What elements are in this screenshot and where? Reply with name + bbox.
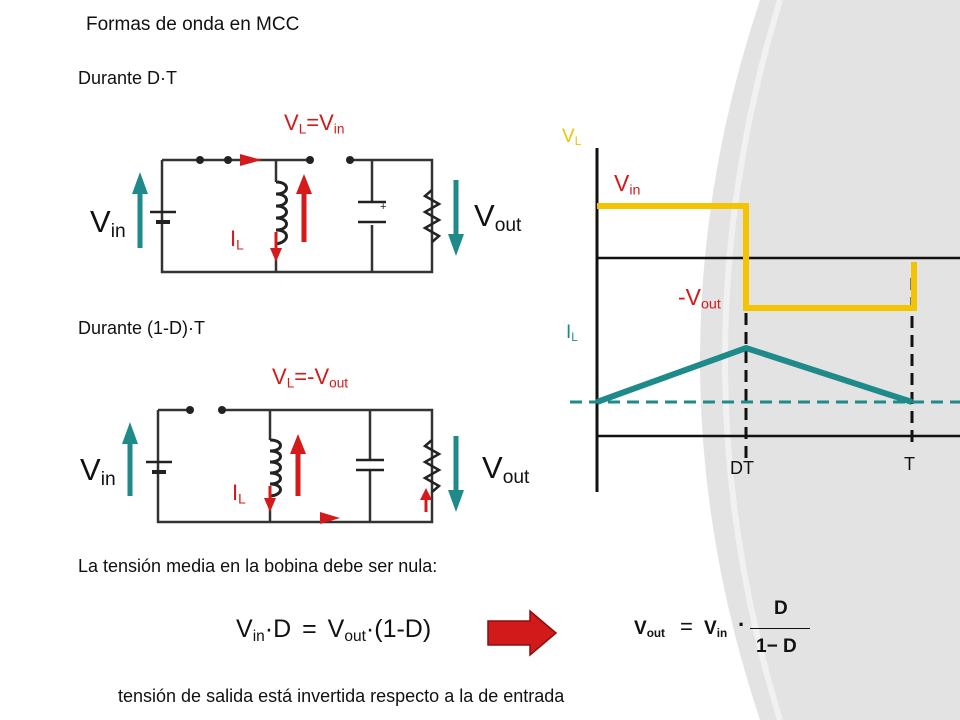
circuit-off-capacitor [356,458,384,472]
implies-arrow-icon [487,609,558,657]
result-equation: Vout = Vin · D 1− D [634,596,824,666]
average-voltage-note: La tensión media en la bobina debe ser n… [78,556,438,576]
circuit-off-vout-label: Vout [482,450,530,488]
waveform-dt-label: DT [730,458,754,478]
circuit-on-switch [196,156,354,164]
circuit-off-vout-arrow [448,490,464,512]
balance-equation: Vin·D = Vout·(1-D) [236,615,432,645]
circuit-on-vin-label: Vin [90,204,126,242]
svg-text:+: + [380,201,386,213]
circuit-on-il-label: IL [230,226,244,253]
fraction-denominator: 1− D [756,636,797,657]
fraction-numerator: D [774,598,788,619]
waveform-neg-vout-label: -Vout [678,284,721,313]
circuit-on-capacitor [358,200,386,224]
circuit-on-vl-label: VL=Vin [284,110,345,137]
circuit-off-current-arrow [320,512,340,524]
waveform-t-label: T [904,454,915,474]
circuit-off-battery [146,460,172,474]
circuit-off-il-label: IL [232,480,246,507]
circuit-off-switch [186,406,226,414]
circuit-on-vout-label: Vout [474,198,522,236]
circuit-on-current-arrow [240,154,262,166]
circuit-on-inductor [275,180,288,246]
circuit-off-vl-arrow [290,434,306,454]
conclusion-text: tensión de salida está invertida respect… [118,686,565,706]
circuit-off-resistor-arrow [420,488,432,500]
waveform-vl-axis-label: VL [562,126,582,148]
circuit-on-vin-arrow [132,172,148,194]
circuit-on-vl-arrow [296,174,312,194]
circuit-on-resistor [422,189,442,243]
circuit-off-vl-label: VL=-Vout [272,364,349,391]
waveform-il-axis-label: IL [566,322,578,344]
page-title: Formas de onda en MCC [86,14,300,35]
fraction-bar [750,628,810,629]
circuit-on-il-arrow [270,248,282,262]
circuit-off-vin-arrow [122,422,138,444]
section-heading-on: Durante D·T [78,68,178,88]
waveform-vin-label: Vin [614,170,641,199]
circuit-off-vin-label: Vin [80,452,116,490]
circuit-off-resistor [422,439,442,493]
waveform-il-trace [595,344,913,405]
waveform-vl-trace [597,203,917,311]
circuit-on-vout-arrow [448,234,464,256]
circuit-off-inductor [269,438,282,498]
circuit-off-il-arrow [264,498,276,512]
circuit-on-battery [150,210,176,224]
circuit-on: + [122,154,464,524]
section-heading-off: Durante (1-D)·T [78,318,206,338]
